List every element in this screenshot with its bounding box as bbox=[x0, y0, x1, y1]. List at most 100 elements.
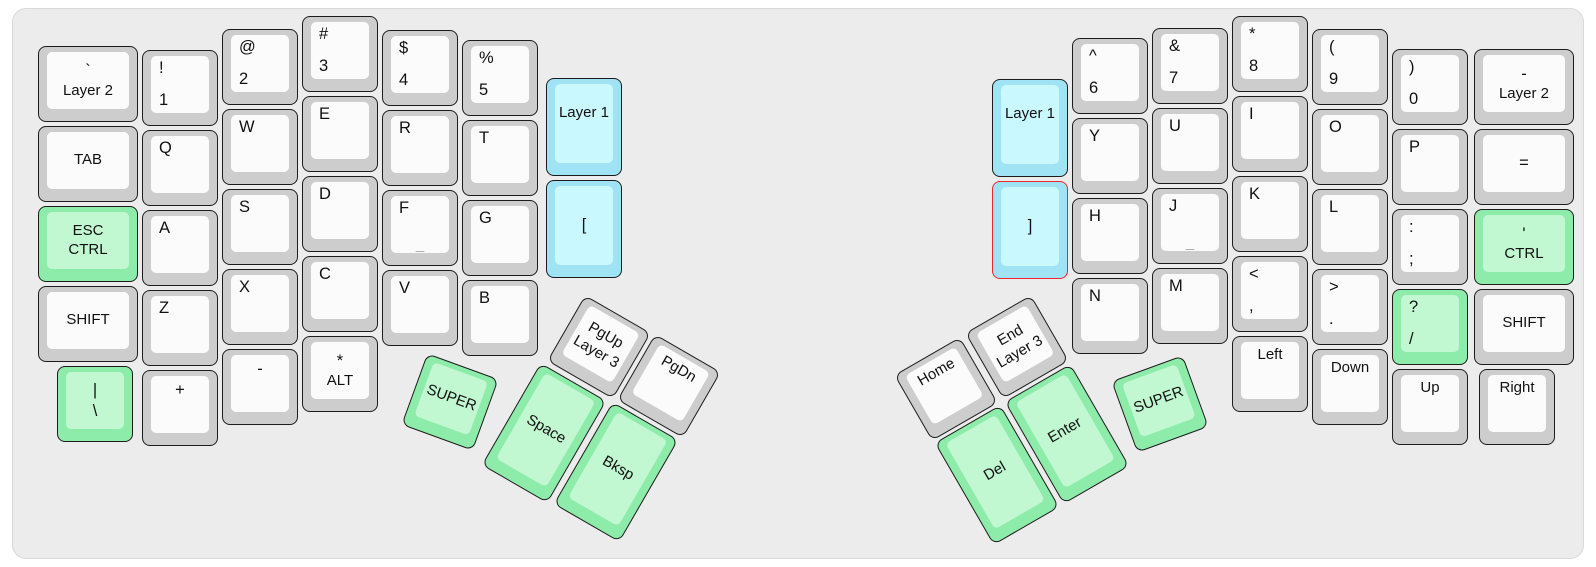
key-j[interactable]: J_ bbox=[1152, 188, 1228, 264]
key-q[interactable]: Q bbox=[142, 130, 218, 206]
keycap-surface: Down bbox=[1321, 355, 1379, 412]
key-label: Home bbox=[905, 347, 984, 425]
keycap-surface: *8 bbox=[1241, 22, 1299, 79]
key-label: TAB bbox=[47, 132, 129, 189]
keycap-surface: [ bbox=[555, 186, 613, 265]
key-k[interactable]: K bbox=[1232, 176, 1308, 252]
keycap-surface: &7 bbox=[1161, 34, 1219, 91]
key-s[interactable]: S bbox=[222, 189, 298, 265]
key-7-ampersand[interactable]: &7 bbox=[1152, 28, 1228, 104]
key-label: O bbox=[1321, 115, 1379, 172]
key-a[interactable]: A bbox=[142, 210, 218, 286]
key-down-arrow[interactable]: Down bbox=[1312, 349, 1388, 425]
key-w[interactable]: W bbox=[222, 109, 298, 185]
key-c[interactable]: C bbox=[302, 256, 378, 332]
key-star-alt[interactable]: *ALT bbox=[302, 336, 378, 412]
key-shift-right[interactable]: SHIFT bbox=[1474, 289, 1574, 365]
key-u[interactable]: U bbox=[1152, 108, 1228, 184]
key-label-line: Layer 1 bbox=[558, 104, 610, 121]
key-o[interactable]: O bbox=[1312, 109, 1388, 185]
key-right-arrow[interactable]: Right bbox=[1479, 369, 1555, 445]
key-right-bracket[interactable]: ] bbox=[992, 181, 1068, 279]
key-comma-lt[interactable]: <, bbox=[1232, 256, 1308, 332]
key-label-line: ` bbox=[85, 61, 91, 80]
key-z[interactable]: Z bbox=[142, 290, 218, 366]
keycap-surface: Home bbox=[904, 346, 984, 426]
key-label-line: ) bbox=[1409, 58, 1415, 76]
key-2-at[interactable]: @2 bbox=[222, 29, 298, 105]
key-label-line: Enter bbox=[1045, 414, 1085, 447]
key-label: L bbox=[1321, 195, 1379, 252]
keycap-surface: SUPER bbox=[1121, 364, 1196, 438]
key-label: ^6 bbox=[1081, 44, 1139, 101]
key-minus-left[interactable]: - bbox=[222, 349, 298, 425]
key-3-hash[interactable]: #3 bbox=[302, 16, 378, 92]
key-period-gt[interactable]: >. bbox=[1312, 269, 1388, 345]
key-f[interactable]: F_ bbox=[382, 190, 458, 266]
key-label: SHIFT bbox=[47, 292, 129, 349]
key-up-arrow[interactable]: Up bbox=[1392, 369, 1468, 445]
key-minus-layer2[interactable]: -Layer 2 bbox=[1474, 49, 1574, 125]
key-left-bracket[interactable]: [ bbox=[546, 180, 622, 278]
key-label-line: Layer 2 bbox=[62, 81, 114, 99]
key-label-line: S bbox=[239, 198, 251, 216]
keycap-surface: N bbox=[1081, 284, 1139, 341]
key-p[interactable]: P bbox=[1392, 129, 1468, 205]
key-super-right[interactable]: SUPER bbox=[1111, 355, 1209, 453]
key-label: [ bbox=[555, 186, 613, 265]
key-plus[interactable]: + bbox=[142, 370, 218, 446]
key-t[interactable]: T bbox=[462, 120, 538, 196]
key-m[interactable]: M bbox=[1152, 268, 1228, 344]
key-label-line: Layer 1 bbox=[1004, 105, 1056, 122]
key-d[interactable]: D bbox=[302, 176, 378, 252]
key-label-line: O bbox=[1329, 118, 1342, 136]
key-9-lparen[interactable]: (9 bbox=[1312, 29, 1388, 105]
key-b[interactable]: B bbox=[462, 280, 538, 356]
key-label-line: 2 bbox=[239, 69, 249, 88]
key-label: S bbox=[231, 195, 289, 252]
key-left-arrow[interactable]: Left bbox=[1232, 336, 1308, 412]
key-y[interactable]: Y bbox=[1072, 118, 1148, 194]
keycap-surface: H bbox=[1081, 204, 1139, 261]
key-g[interactable]: G bbox=[462, 200, 538, 276]
key-label: !1 bbox=[151, 56, 209, 113]
key-x[interactable]: X bbox=[222, 269, 298, 345]
key-slash-question[interactable]: ?/ bbox=[1392, 289, 1468, 365]
key-i[interactable]: I bbox=[1232, 96, 1308, 172]
key-label-line: H bbox=[1089, 207, 1101, 225]
key-5-percent[interactable]: %5 bbox=[462, 40, 538, 116]
key-label-line: > bbox=[1329, 278, 1339, 296]
keycap-surface: (9 bbox=[1321, 35, 1379, 92]
key-label: V bbox=[391, 276, 449, 333]
key-shift-left[interactable]: SHIFT bbox=[38, 286, 138, 362]
key-layer1-right[interactable]: Layer 1 bbox=[992, 79, 1068, 177]
key-layer1-left[interactable]: Layer 1 bbox=[546, 78, 622, 176]
key-6-caret[interactable]: ^6 bbox=[1072, 38, 1148, 114]
key-backtick-layer2[interactable]: `Layer 2 bbox=[38, 46, 138, 122]
key-label: SHIFT bbox=[1483, 295, 1565, 352]
key-pipe-backslash[interactable]: |\ bbox=[57, 366, 133, 442]
key-equals[interactable]: = bbox=[1474, 129, 1574, 205]
keycap-surface: W bbox=[231, 115, 289, 172]
key-v[interactable]: V bbox=[382, 270, 458, 346]
key-super-left[interactable]: SUPER bbox=[401, 353, 499, 451]
key-tab[interactable]: TAB bbox=[38, 126, 138, 202]
key-4-dollar[interactable]: $4 bbox=[382, 30, 458, 106]
key-label: T bbox=[471, 126, 529, 183]
key-r[interactable]: R bbox=[382, 110, 458, 186]
key-l[interactable]: L bbox=[1312, 189, 1388, 265]
key-1-exclamation[interactable]: !1 bbox=[142, 50, 218, 126]
key-semicolon-colon[interactable]: :; bbox=[1392, 209, 1468, 285]
key-n[interactable]: N bbox=[1072, 278, 1148, 354]
key-quote-ctrl[interactable]: 'CTRL bbox=[1474, 209, 1574, 285]
key-h[interactable]: H bbox=[1072, 198, 1148, 274]
key-8-star[interactable]: *8 bbox=[1232, 16, 1308, 92]
key-e[interactable]: E bbox=[302, 96, 378, 172]
keycap-surface: S bbox=[231, 195, 289, 252]
key-label-line: Bksp bbox=[599, 452, 637, 485]
key-label: G bbox=[471, 206, 529, 263]
key-0-rparen[interactable]: )0 bbox=[1392, 49, 1468, 125]
key-label-line: W bbox=[239, 118, 255, 136]
